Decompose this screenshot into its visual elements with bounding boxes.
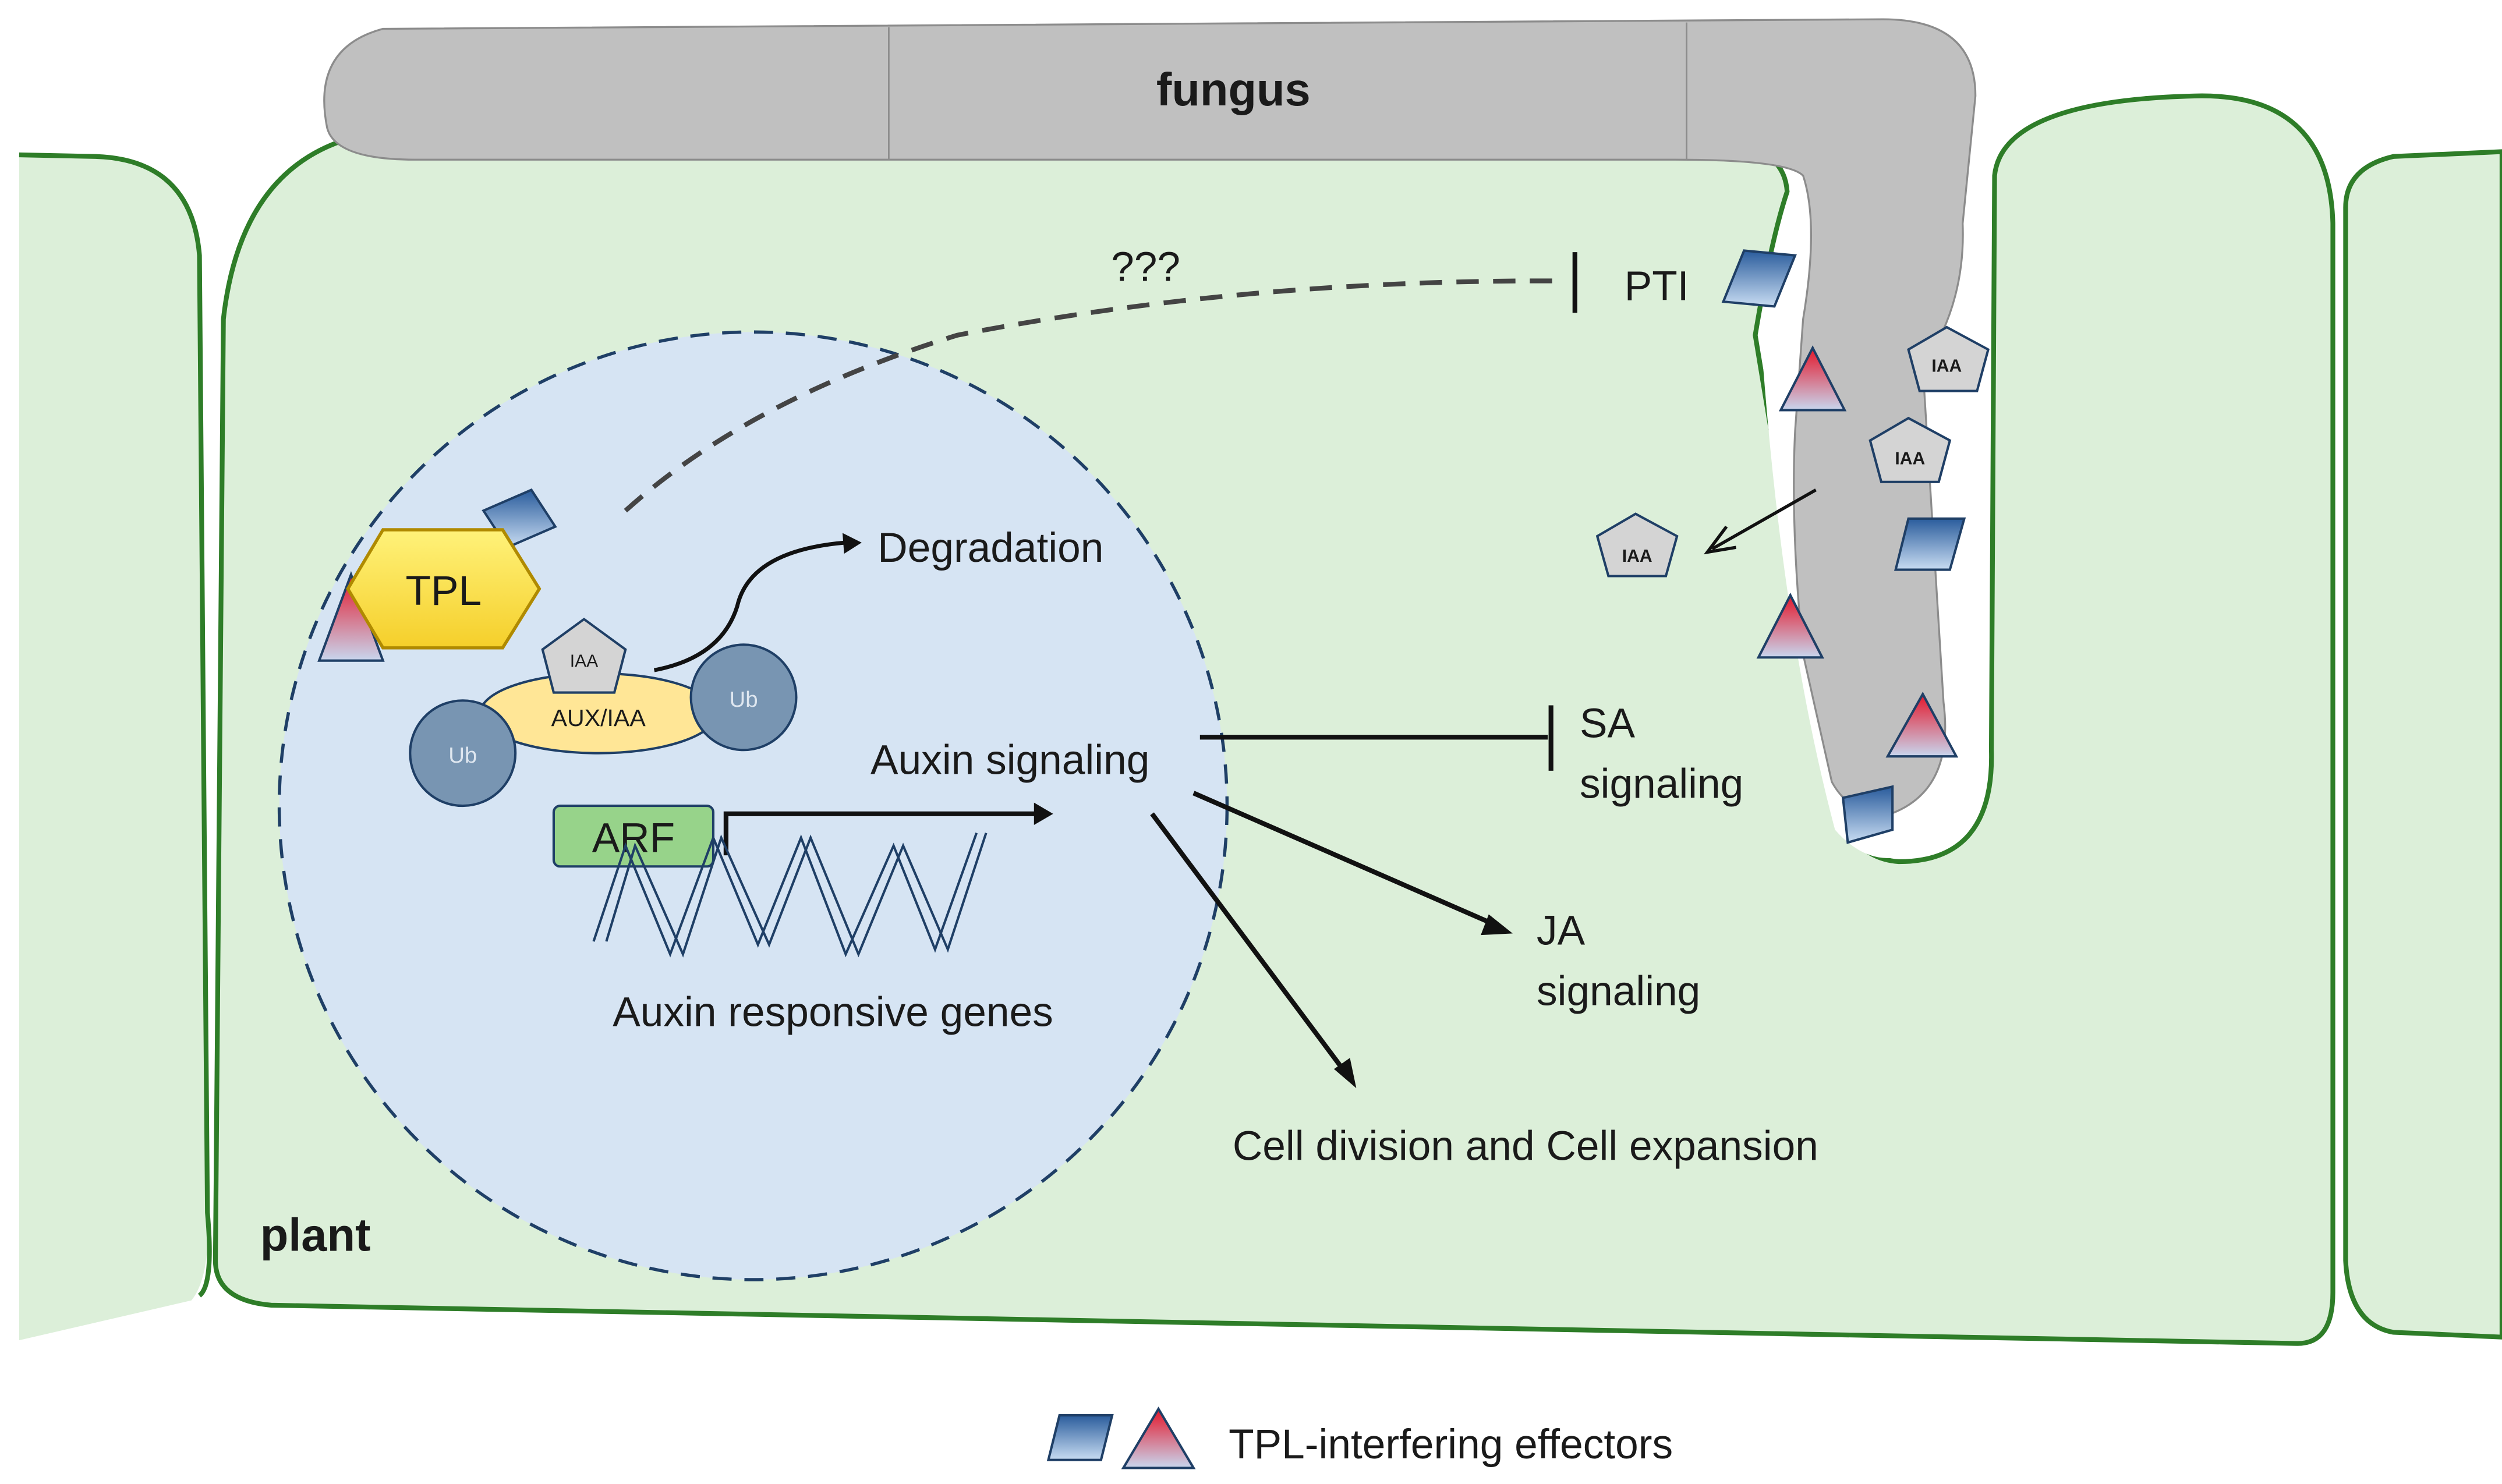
tpl-hexagon	[346, 528, 542, 650]
effector-blue-pti	[1721, 249, 1797, 308]
plant-cell-left	[19, 155, 208, 1341]
dna-strand-2	[605, 833, 988, 958]
degradation-arrow	[653, 540, 846, 672]
auxin-signaling-label: Auxin signaling	[870, 736, 1149, 783]
ja-label-line1: JA	[1537, 908, 1586, 954]
sa-label-line2: signaling	[1580, 760, 1743, 807]
effector-blue-3	[1841, 785, 1894, 844]
dna-strand-1	[592, 833, 978, 958]
iaa-label-fungus-2: IAA	[1895, 449, 1925, 469]
iaa-label-plant: IAA	[1622, 547, 1652, 566]
ub-label-left: Ub	[448, 743, 477, 768]
fungus-label: fungus	[1156, 63, 1311, 115]
auxin-responsive-genes-label: Auxin responsive genes	[613, 989, 1053, 1035]
legend-red-effector-icon	[1121, 1406, 1196, 1469]
iaa-fungus-1	[1907, 325, 1990, 392]
effector-red-2	[1756, 592, 1824, 659]
legend: TPL-interfering effectors	[1046, 1406, 1673, 1469]
transcription-arrow	[723, 811, 1038, 856]
legend-label: TPL-interfering effectors	[1229, 1421, 1673, 1468]
unknown-inhibition-line	[624, 278, 1561, 513]
plant-label: plant	[260, 1209, 371, 1261]
iaa-plant	[1595, 512, 1679, 578]
iaa-release-arrowhead	[1703, 525, 1737, 555]
ja-arrow	[1192, 791, 1498, 928]
ub-label-right: Ub	[730, 687, 758, 712]
nucleus	[277, 330, 1229, 1281]
tpl-label: TPL	[406, 568, 482, 614]
iaa-fungus-2	[1868, 416, 1952, 483]
transcription-arrowhead	[1034, 802, 1053, 826]
effector-blue-2	[1894, 517, 1966, 571]
iaa-label-fungus-1: IAA	[1931, 357, 1962, 376]
cell-division-arrowhead	[1334, 1058, 1357, 1089]
legend-blue-effector-icon	[1046, 1414, 1114, 1461]
degradation-label: Degradation	[877, 525, 1103, 571]
iaa-label-nucleus: IAA	[570, 652, 599, 671]
sa-label-line1: SA	[1580, 700, 1636, 746]
effector-red-1	[1778, 345, 1847, 412]
pti-label: PTI	[1625, 263, 1689, 309]
aux-iaa-label: AUX/IAA	[551, 704, 646, 731]
unknown-label: ???	[1111, 244, 1180, 291]
degradation-arrowhead	[842, 533, 862, 554]
iaa-on-aux-iaa	[541, 617, 627, 694]
plant-cell-left-wall	[19, 152, 212, 1298]
iaa-release-arrow	[1711, 488, 1817, 551]
plant-cell-right	[2343, 149, 2502, 1340]
ja-arrowhead	[1481, 914, 1513, 936]
ubiquitin-left	[409, 699, 517, 807]
cell-division-label: Cell division and Cell expansion	[1233, 1122, 1818, 1169]
cell-division-arrow	[1150, 812, 1347, 1074]
effector-red-3	[1885, 692, 1959, 758]
ja-label-line2: signaling	[1537, 968, 1700, 1015]
fungus-hypha	[323, 18, 1977, 815]
ubiquitin-right	[689, 643, 798, 752]
